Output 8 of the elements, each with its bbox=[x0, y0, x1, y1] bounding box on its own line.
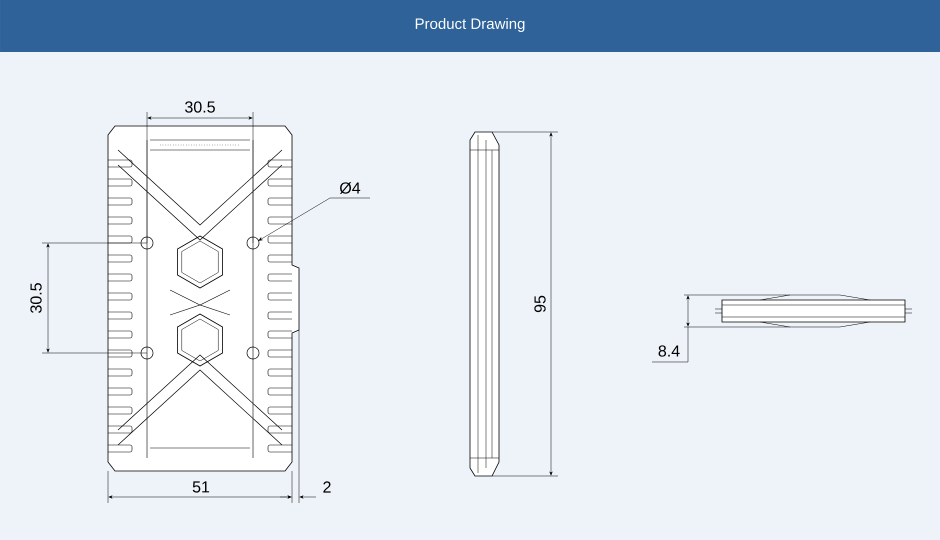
dimension-text: 8.4 bbox=[658, 345, 680, 357]
dimension-text: 30.5 bbox=[30, 283, 42, 313]
dimension-text: 95 bbox=[534, 296, 546, 312]
title-banner: Product Drawing bbox=[0, 0, 940, 52]
dimension-text: Ø4 bbox=[340, 182, 360, 194]
dimension-text: 30.5 bbox=[185, 101, 215, 113]
dimension-text: 51 bbox=[192, 481, 210, 493]
dimension-text: 2 bbox=[323, 481, 331, 493]
